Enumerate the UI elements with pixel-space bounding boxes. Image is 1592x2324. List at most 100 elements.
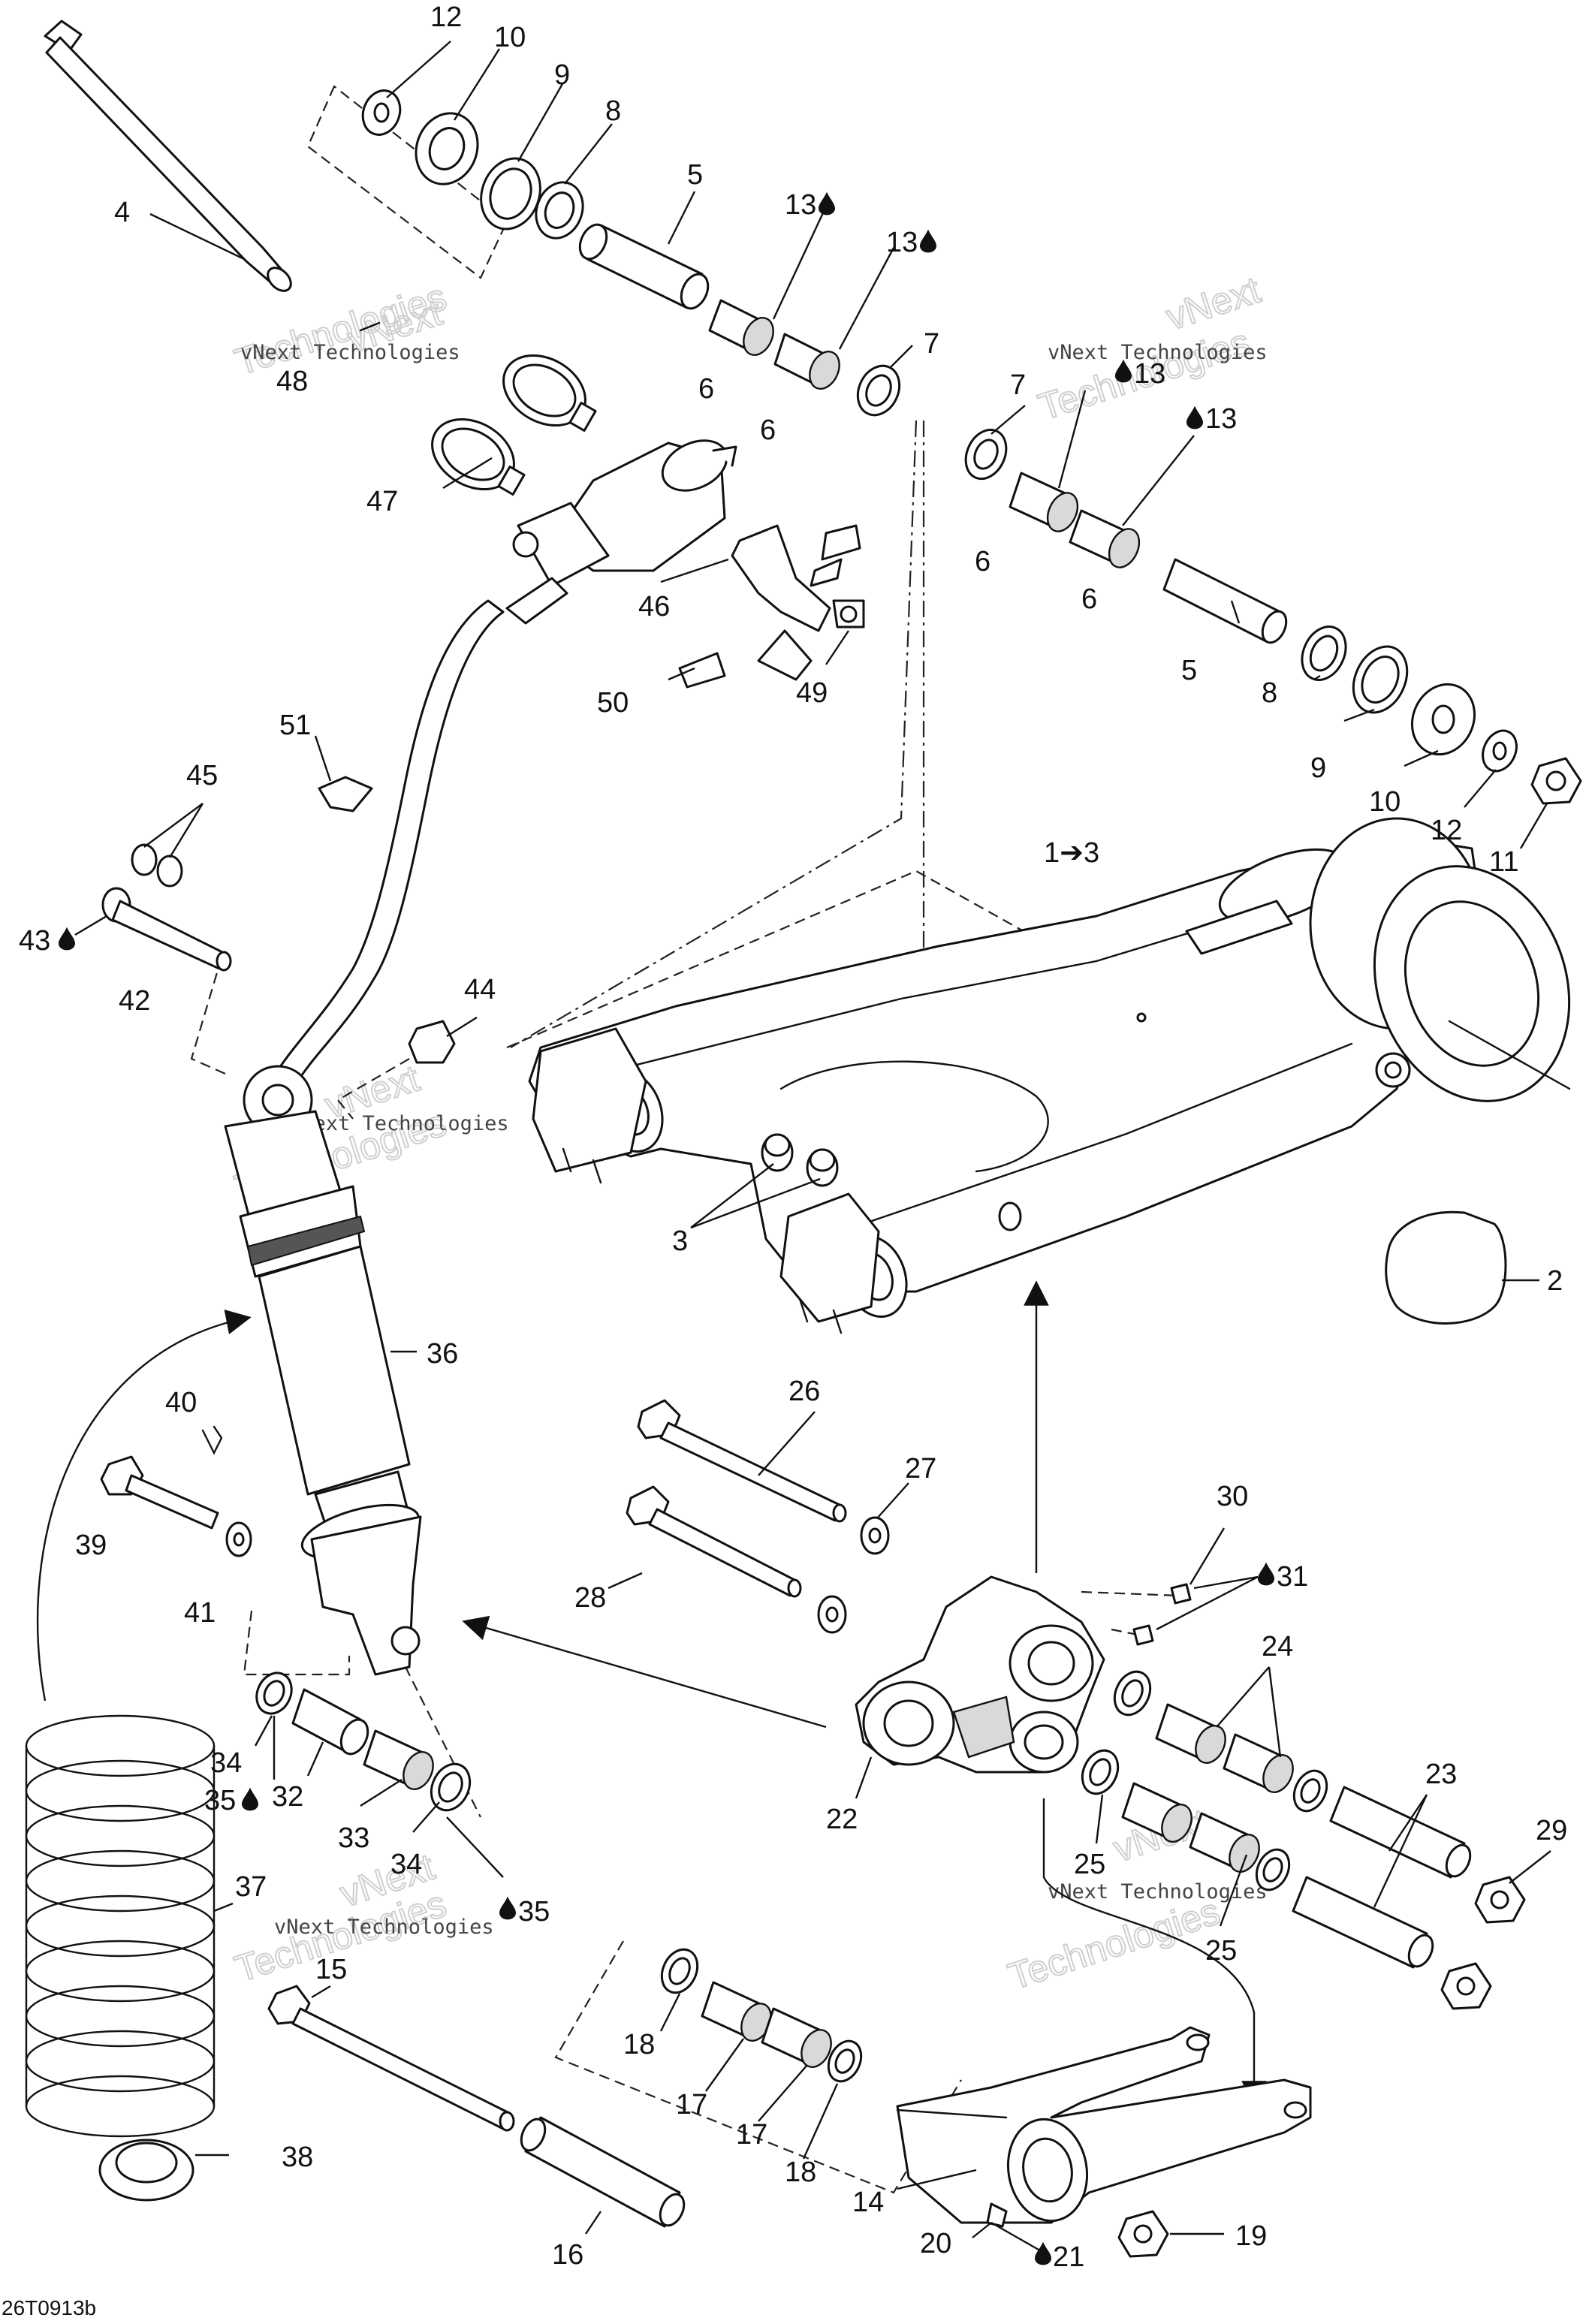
label-part-5: 5: [687, 159, 703, 191]
label-part-25: 25: [1205, 1935, 1237, 1967]
label-part-47: 47: [366, 486, 398, 517]
label-part-43: 43: [19, 925, 50, 957]
lower-shock-bushings: [255, 1671, 472, 1812]
label-part-10: 10: [1369, 786, 1401, 818]
label-part-24: 24: [1262, 1631, 1293, 1662]
label-part-13: 13: [886, 227, 918, 258]
label-part-19: 19: [1235, 2220, 1267, 2252]
part-labels: 12 10 9 8 5 4 13 13 7 6 6 48 47 7 13 13 …: [19, 2, 1567, 2273]
label-part-36: 36: [427, 1338, 458, 1370]
label-part-16: 16: [552, 2239, 583, 2271]
part-37-spring: [25, 1714, 216, 2138]
part-14-link: [896, 2026, 1312, 2258]
reservoir-assembly: [505, 439, 865, 689]
label-part-10: 10: [494, 22, 526, 53]
rocker-bearing-stack: [1081, 1670, 1526, 2010]
label-part-25: 25: [1074, 1849, 1105, 1880]
part-39-bolt: [100, 1425, 252, 1557]
watermark-large: vNext: [1161, 269, 1265, 339]
watermark-text: vNext Technologies: [1048, 341, 1268, 364]
label-part-23: 23: [1425, 1759, 1457, 1790]
label-part-34: 34: [210, 1747, 242, 1779]
oil-drop-icon: [1035, 2241, 1051, 2265]
label-part-6: 6: [1081, 583, 1097, 615]
part-1-swing-arm: [528, 817, 1571, 1334]
rocker-to-link-arrow: [1042, 1798, 1267, 2106]
label-part-11: 11: [1489, 846, 1518, 878]
part-51-clip: [318, 776, 373, 812]
upper-right-bushing-stack: [964, 428, 1582, 805]
label-part-26: 26: [788, 1376, 820, 1407]
part-2-cap: [1385, 1210, 1507, 1325]
label-part-50: 50: [597, 687, 629, 719]
label-part-17: 17: [736, 2119, 767, 2151]
oil-drop-icon: [59, 927, 75, 951]
label-part-40: 40: [165, 1387, 197, 1418]
label-part-13: 13: [1134, 358, 1165, 390]
part-42-pin: [101, 887, 232, 972]
label-part-8: 8: [605, 95, 621, 127]
diagram-code: 26T0913b: [2, 2296, 97, 2319]
spring-assembly-arrow: [37, 1310, 252, 1702]
part-26-28-bolts: [626, 1399, 890, 1634]
watermark-text: vNext Technologies: [274, 1916, 494, 1939]
oil-drop-icon: [242, 1787, 258, 1811]
label-part-6: 6: [698, 373, 714, 405]
label-part-1-to-3: 1➔3: [1044, 837, 1099, 869]
part-4-pivot-bolt: [44, 20, 292, 292]
label-part-21: 21: [1053, 2241, 1084, 2273]
upper-left-bushing-stack: [361, 89, 901, 417]
label-part-49: 49: [796, 677, 828, 709]
oil-drop-icon: [1258, 1562, 1274, 1586]
hose-clamps: [359, 321, 597, 496]
label-part-4: 4: [114, 197, 130, 228]
label-part-9: 9: [554, 59, 570, 91]
label-part-51: 51: [279, 710, 311, 741]
label-part-35: 35: [518, 1896, 550, 1928]
label-part-6: 6: [975, 546, 990, 577]
label-part-9: 9: [1310, 752, 1326, 784]
label-part-18: 18: [785, 2157, 816, 2188]
label-part-28: 28: [574, 1582, 606, 1614]
part-3-plugs: [761, 1133, 839, 1187]
label-part-7: 7: [1010, 369, 1026, 401]
label-part-44: 44: [464, 974, 496, 1005]
label-part-22: 22: [826, 1804, 858, 1835]
label-part-35: 35: [204, 1785, 236, 1816]
label-part-27: 27: [905, 1453, 936, 1485]
label-part-12: 12: [1431, 815, 1462, 846]
label-part-15: 15: [315, 1954, 347, 1985]
part-15-bolt: [267, 1985, 686, 2228]
label-part-3: 3: [672, 1225, 688, 1257]
oil-drop-icon: [920, 229, 936, 253]
part-30-grease-fittings: [1132, 1583, 1192, 1646]
label-part-18: 18: [623, 2029, 655, 2060]
label-part-31: 31: [1277, 1561, 1308, 1593]
label-part-20: 20: [920, 2228, 951, 2259]
leader-lines: [74, 41, 1551, 2254]
label-part-6: 6: [760, 414, 776, 446]
label-part-38: 38: [282, 2142, 313, 2173]
watermark-text: vNext Technologies: [289, 1112, 509, 1135]
label-part-5: 5: [1181, 655, 1197, 686]
label-part-32: 32: [272, 1781, 303, 1813]
watermark-text: vNext Technologies: [1048, 1880, 1268, 1904]
part-36-shock-absorber: [224, 1065, 422, 1676]
link-bearing-stack: [660, 1948, 863, 2083]
label-part-12: 12: [430, 2, 462, 33]
part-22-rocker: [855, 1575, 1105, 1774]
label-part-13: 13: [1205, 403, 1237, 435]
label-part-14: 14: [852, 2187, 884, 2218]
watermark-large: Technologies: [1003, 1890, 1225, 1997]
label-part-41: 41: [184, 1597, 216, 1629]
label-part-39: 39: [75, 1530, 107, 1561]
oil-drop-icon: [499, 1896, 516, 1920]
label-part-17: 17: [676, 2089, 707, 2121]
label-part-46: 46: [638, 591, 670, 622]
watermark-text: vNext Technologies: [240, 341, 460, 364]
part-38-spring-seat: [98, 2139, 194, 2202]
label-part-42: 42: [119, 985, 150, 1017]
oil-drop-icon: [819, 191, 835, 216]
